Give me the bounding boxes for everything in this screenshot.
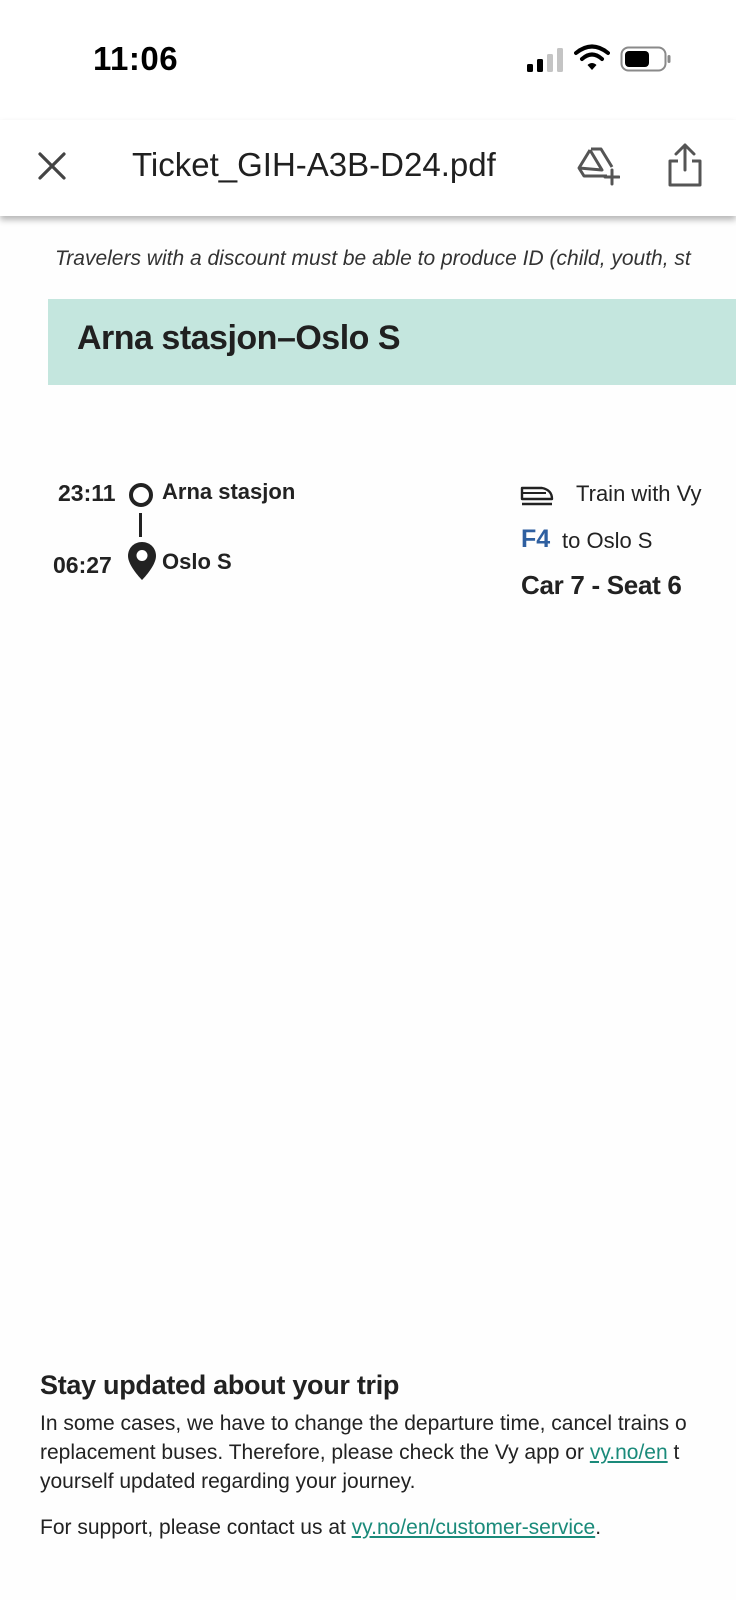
battery-icon [620,46,671,72]
update-text: t [667,1441,680,1464]
update-text: replacement buses. Therefore, please che… [40,1441,590,1464]
update-heading: Stay updated about your trip [40,1370,400,1400]
add-to-drive-icon [577,147,620,186]
share-button[interactable] [660,138,710,192]
origin-circle-icon [129,483,153,507]
train-icon [520,486,554,506]
cellular-signal-icon [527,48,563,72]
pdf-viewer-toolbar: Ticket_GIH-A3B-D24.pdf [0,120,736,216]
departure-station: Arna stasjon [162,479,296,504]
discount-note: Travelers with a discount must be able t… [55,247,691,270]
route-title: Arna stasjon–Oslo S [77,319,401,357]
line-code: F4 [521,525,551,553]
support-text-prefix: For support, please contact us at [40,1516,352,1539]
arrival-station: Oslo S [162,549,232,574]
location-pin-icon [128,542,156,580]
close-button[interactable] [28,142,76,190]
document-title: Ticket_GIH-A3B-D24.pdf [132,146,496,183]
route-connector [139,513,142,537]
operator-label: Train with Vy [576,481,702,506]
close-icon [38,152,66,180]
status-time: 11:06 [93,40,179,77]
share-icon [668,143,702,187]
update-text-line: In some cases, we have to change the dep… [40,1412,687,1435]
customer-service-link[interactable]: vy.no/en/customer-service [351,1516,596,1539]
update-text-line: replacement buses. Therefore, please che… [40,1441,679,1465]
vy-website-link[interactable]: vy.no/en [589,1441,668,1464]
status-bar: 11:06 [0,0,736,120]
wifi-icon [574,44,610,70]
pdf-page[interactable]: Travelers with a discount must be able t… [0,216,736,1600]
update-text-line: yourself updated regarding your journey. [40,1470,416,1493]
route-banner: Arna stasjon–Oslo S [48,299,736,385]
line-destination: to Oslo S [562,528,653,553]
add-to-drive-button[interactable] [572,140,624,192]
arrival-time: 06:27 [53,552,112,578]
support-text: For support, please contact us at vy.no/… [40,1516,601,1540]
seat-info: Car 7 - Seat 6 [521,570,682,600]
departure-time: 23:11 [58,480,116,506]
support-text-suffix: . [595,1516,602,1539]
